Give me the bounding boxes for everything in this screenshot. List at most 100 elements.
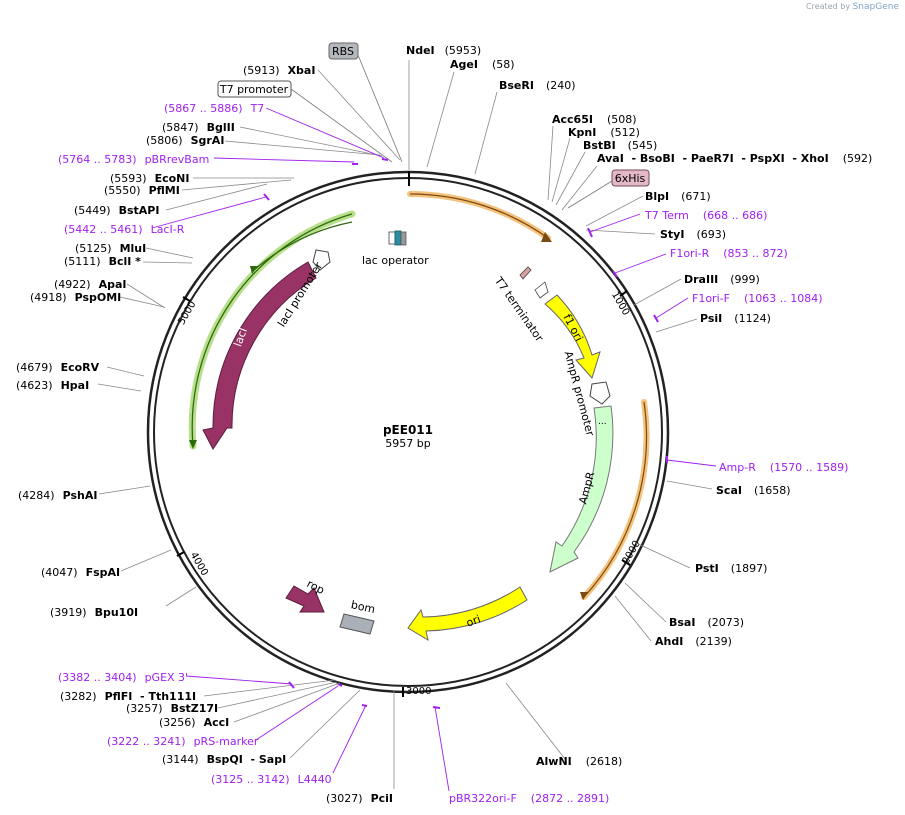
site-avai-group[interactable]: AvaI - BsoBI - PaeR7I - PspXI - XhoI(592…: [597, 152, 872, 165]
svg-text:5000: 5000: [176, 299, 198, 327]
6xhis-leader: [567, 180, 613, 209]
site-ndei[interactable]: NdeI(5953): [406, 44, 481, 57]
primer-leaders: [151, 107, 717, 792]
ampr-dots: ...: [598, 417, 607, 427]
t7-terminator-mark: [519, 266, 532, 280]
site-bstz17i[interactable]: (3257)BstZ17I: [126, 702, 218, 715]
primer-t7-term[interactable]: T7 Term(668 .. 686): [644, 209, 767, 222]
site-bpu10i[interactable]: (3919)Bpu10I: [50, 606, 138, 619]
site-styi[interactable]: StyI(693): [660, 228, 726, 241]
primer-pbrrevbam[interactable]: (5764 .. 5783)pBRrevBam: [58, 153, 209, 166]
site-bstbi[interactable]: BstBI(545): [583, 139, 657, 152]
orf-arc-laci-inner-head: [250, 266, 258, 274]
bom-label: bom: [350, 598, 377, 616]
site-pspomi[interactable]: (4918)PspOMI: [30, 291, 121, 304]
site-acci[interactable]: (3256)AccI: [159, 716, 229, 729]
primer-amp-r[interactable]: Amp-R(1570 .. 1589): [719, 461, 848, 474]
primer-labels: T7 Term(668 .. 686) F1ori-R(853 .. 872) …: [58, 102, 848, 805]
snapgene-credit: Created by SnapGene: [806, 2, 899, 12]
rbs-label-box: RBS: [328, 42, 359, 60]
site-blpi[interactable]: BlpI(671): [645, 190, 711, 203]
lac-operator-box: [394, 230, 402, 246]
ampr-promoter-arrow: [589, 381, 611, 405]
tick-3000: 3000: [402, 686, 431, 697]
site-labels: NdeI(5953) AgeI(58) BseRI(240) Acc65I(50…: [16, 44, 872, 805]
rop-feature[interactable]: [285, 585, 325, 613]
laci-feature[interactable]: [202, 261, 317, 450]
site-scai[interactable]: ScaI(1658): [716, 484, 791, 497]
svg-text:T7 promoter: T7 promoter: [219, 83, 289, 96]
site-apai[interactable]: (4922)ApaI: [54, 278, 126, 291]
site-econi[interactable]: (5593)EcoNI: [110, 172, 189, 185]
site-mlui[interactable]: (5125)MluI: [75, 242, 146, 255]
site-ahdi[interactable]: AhdI(2139): [655, 635, 732, 648]
site-psii[interactable]: PsiI(1124): [700, 312, 771, 325]
site-pcii[interactable]: (3027)PciI: [326, 792, 393, 805]
site-acc65i[interactable]: Acc65I(508): [552, 113, 637, 126]
plasmid-name: pEE011: [383, 423, 433, 437]
leader-lines: [97, 60, 713, 789]
tick-4000: 4000: [176, 550, 210, 578]
orf-arc-top-line: [409, 193, 549, 239]
site-bcli[interactable]: (5111)BclI *: [64, 255, 141, 268]
tick-5000: 5000: [176, 296, 199, 327]
site-xbai[interactable]: (5913)XbaI: [243, 64, 315, 77]
svg-text:3000: 3000: [406, 686, 431, 697]
svg-text:RBS: RBS: [332, 45, 354, 58]
site-bseri[interactable]: BseRI(240): [499, 79, 576, 92]
ori-feature[interactable]: [407, 586, 528, 642]
f1-ori-feature[interactable]: [544, 294, 601, 379]
bom-feature[interactable]: [339, 613, 375, 635]
orf-arc-ampr-head: [580, 592, 588, 600]
site-psti[interactable]: PstI(1897): [695, 562, 767, 575]
site-bsai[interactable]: BsaI(2073): [669, 616, 744, 629]
site-draiii[interactable]: DraIII(999): [684, 273, 760, 286]
site-ecorv[interactable]: (4679)EcoRV: [16, 361, 100, 374]
t7-terminator-arrow: [534, 281, 549, 299]
svg-text:6xHis: 6xHis: [615, 172, 646, 185]
primer-f1ori-f[interactable]: F1ori-F(1063 .. 1084): [692, 292, 823, 305]
lac-operator-label: lac operator: [362, 254, 429, 267]
primer-l4440[interactable]: (3125 .. 3142)L4440: [211, 773, 332, 786]
site-sgrai[interactable]: (5806)SgrAI: [146, 134, 224, 147]
laci-label: lacI: [231, 326, 250, 348]
rbs-box: [400, 231, 407, 246]
site-pshai[interactable]: (4284)PshAI: [18, 489, 97, 502]
orf-arc-laci-inner: [253, 221, 353, 271]
t7-terminator-label: T7 terminator: [491, 274, 546, 345]
site-agei[interactable]: AgeI(58): [450, 58, 515, 71]
t7-promoter-leader: [290, 88, 393, 163]
plasmid-length: 5957 bp: [385, 437, 430, 450]
ampr-feature[interactable]: [549, 405, 614, 573]
site-bstapi[interactable]: (5449)BstAPI: [74, 204, 159, 217]
site-bspqi-group[interactable]: (3144)BspQI - SapI: [162, 753, 286, 766]
orf-arc-top-head: [541, 232, 552, 242]
laci-promoter-arrow: [312, 249, 331, 271]
primer-prs-marker[interactable]: (3222 .. 3241)pRS-marker: [107, 735, 259, 748]
site-alwni[interactable]: AlwNI(2618): [536, 755, 622, 768]
orf-arc-ampr-line: [583, 401, 648, 598]
orf-arc-laci-line: [191, 213, 353, 447]
f1-ori-label: f1 ori: [561, 312, 586, 343]
site-pflmi[interactable]: (5550)PflMI: [104, 184, 180, 197]
snapgene-logo: SnapGene: [852, 2, 899, 12]
site-pflfi-group[interactable]: (3282)PflFI - Tth111I: [60, 690, 196, 703]
orf-arc-laci-head: [189, 440, 197, 449]
6xhis-label-box: 6xHis: [611, 169, 650, 187]
primer-pgex-3[interactable]: (3382 .. 3404)pGEX 3': [58, 671, 188, 684]
primer-pbr322ori-f[interactable]: pBR322ori-F(2872 .. 2891): [449, 792, 609, 805]
credit-prefix: Created by: [806, 2, 851, 11]
site-hpai[interactable]: (4623)HpaI: [16, 379, 89, 392]
site-fspai[interactable]: (4047)FspAI: [41, 566, 120, 579]
primer-f1ori-r[interactable]: F1ori-R(853 .. 872): [670, 247, 788, 260]
site-bglii[interactable]: (5847)BglII: [162, 121, 235, 134]
promoter-box: [388, 231, 396, 245]
ori-label: ori: [464, 613, 482, 630]
primer-laci-r[interactable]: (5442 .. 5461)LacI-R: [64, 223, 185, 236]
site-kpni[interactable]: KpnI(512): [568, 126, 640, 139]
primer-marks: [263, 158, 668, 709]
primer-t7[interactable]: (5867 .. 5886)T7: [164, 102, 264, 115]
t7-promoter-label-box: T7 promoter: [217, 80, 292, 98]
rbs-leader: [357, 54, 403, 163]
